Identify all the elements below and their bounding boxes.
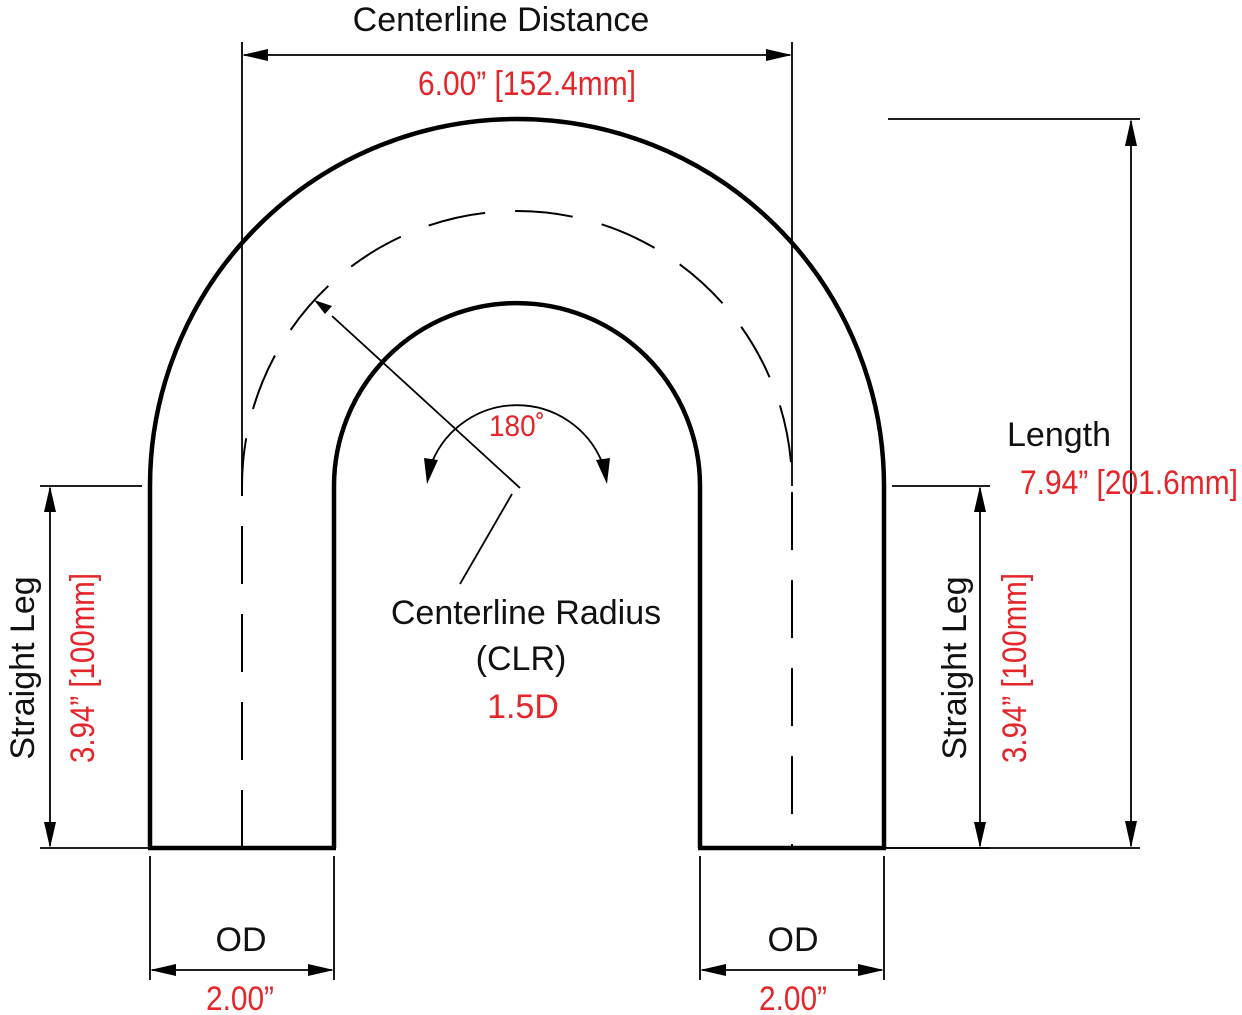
angle-arc-arrow xyxy=(424,404,610,484)
od-right-label: OD xyxy=(768,921,819,959)
straight-leg-right-dimension xyxy=(886,485,990,849)
od-right-value: 2.00” xyxy=(759,980,827,1015)
straight-leg-right-value: 3.94” [100mm] xyxy=(996,573,1034,763)
clr-label: Centerline Radius xyxy=(391,594,661,632)
straight-leg-left-dimension xyxy=(40,485,148,849)
centerline-distance-label: Centerline Distance xyxy=(353,1,650,39)
clr-radius-leader xyxy=(314,300,521,585)
tube-outline xyxy=(147,116,887,851)
straight-leg-left-value: 3.94” [100mm] xyxy=(64,573,102,763)
clr-abbr: (CLR) xyxy=(476,640,567,678)
straight-leg-right-label: Straight Leg xyxy=(936,576,974,759)
length-value: 7.94” [201.6mm] xyxy=(1020,464,1238,502)
od-left-value: 2.00” xyxy=(206,980,274,1015)
straight-leg-left-label: Straight Leg xyxy=(4,576,42,759)
length-dimension xyxy=(886,118,1140,849)
centerline-distance-value: 6.00” [152.4mm] xyxy=(418,65,636,103)
centerline-distance-dimension xyxy=(241,42,793,486)
od-left-dimension xyxy=(149,856,335,980)
od-left-label: OD xyxy=(216,921,267,959)
tube-centerline xyxy=(241,210,793,848)
clr-value: 1.5D xyxy=(487,688,559,726)
od-right-dimension xyxy=(699,856,885,980)
length-label: Length xyxy=(1007,416,1111,454)
angle-value: 180˚ xyxy=(489,410,545,443)
